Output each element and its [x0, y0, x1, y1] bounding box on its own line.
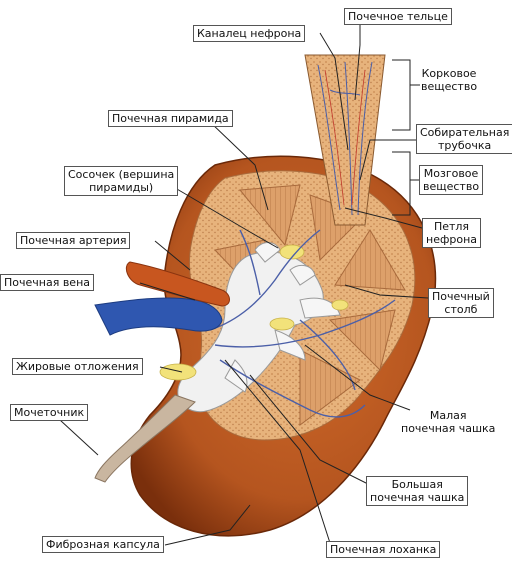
label-collecting-duct-line1: Собирательная — [420, 126, 509, 139]
label-papilla-line1: Сосочек (вершина — [68, 168, 174, 181]
label-nephron-loop: Петля нефрона — [422, 218, 481, 248]
label-collecting-duct: Собирательная трубочка — [416, 124, 512, 154]
label-medulla-line1: Мозговое — [423, 167, 479, 180]
label-renal-pelvis: Почечная лоханка — [326, 541, 440, 558]
label-papilla-line2: пирамиды) — [68, 181, 174, 194]
label-renal-corpuscle: Почечное тельце — [344, 8, 452, 25]
label-renal-column-line2: столб — [432, 303, 490, 316]
label-renal-pyramid: Почечная пирамида — [108, 110, 233, 127]
label-major-calyx: Большая почечная чашка — [366, 476, 468, 506]
label-medulla-line2: вещество — [423, 180, 479, 193]
label-ureter: Мочеточник — [10, 404, 88, 421]
label-papilla: Сосочек (вершина пирамиды) — [64, 166, 178, 196]
label-cortex-line1: Корковое — [421, 67, 477, 80]
label-nephron-tubule: Каналец нефрона — [193, 25, 305, 42]
label-renal-column-line1: Почечный — [432, 290, 490, 303]
label-fibrous-capsule: Фиброзная капсула — [42, 536, 164, 553]
label-minor-calyx-line2: почечная чашка — [401, 422, 495, 435]
label-cortex: Корковое вещество — [418, 66, 480, 94]
label-collecting-duct-line2: трубочка — [420, 139, 509, 152]
label-major-calyx-line1: Большая — [370, 478, 464, 491]
label-minor-calyx: Малая почечная чашка — [398, 408, 498, 436]
label-major-calyx-line2: почечная чашка — [370, 491, 464, 504]
label-cortex-line2: вещество — [421, 80, 477, 93]
label-minor-calyx-line1: Малая — [401, 409, 495, 422]
label-fat-deposits: Жировые отложения — [12, 358, 143, 375]
label-nephron-loop-line1: Петля — [426, 220, 477, 233]
label-renal-column: Почечный столб — [428, 288, 494, 318]
label-medulla: Мозговое вещество — [419, 165, 483, 195]
renal-vein-shape — [95, 298, 222, 335]
label-renal-vein: Почечная вена — [0, 274, 94, 291]
label-nephron-loop-line2: нефрона — [426, 233, 477, 246]
label-renal-artery: Почечная артерия — [16, 232, 130, 249]
